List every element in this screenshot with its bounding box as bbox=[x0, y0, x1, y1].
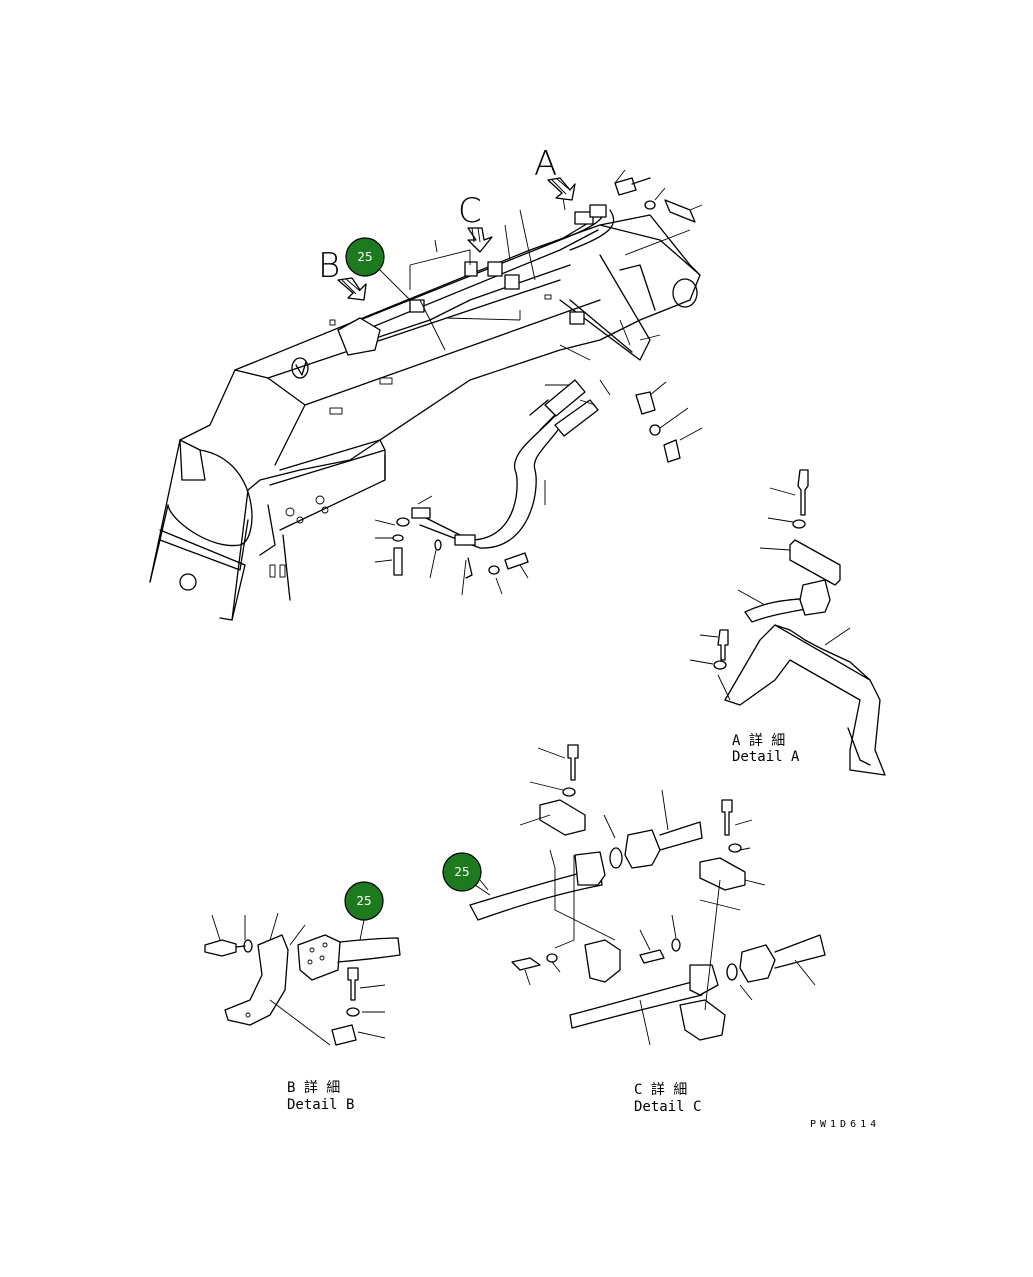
view-label-a: A bbox=[534, 144, 557, 184]
callout-top: 25 bbox=[345, 237, 411, 301]
view-arrow-b bbox=[337, 277, 367, 301]
detail-a-drawing bbox=[689, 469, 886, 776]
boom-assembly bbox=[149, 177, 701, 621]
view-label-b: B bbox=[318, 246, 340, 286]
detail-b-title-en: Detail B bbox=[287, 1097, 354, 1113]
view-arrow-c bbox=[467, 227, 493, 253]
detail-c-title-jp: C 詳 細 bbox=[634, 1082, 687, 1098]
callout-detail-b: 25 bbox=[344, 881, 384, 941]
leader-lines-main bbox=[374, 169, 703, 596]
view-label-c: C bbox=[458, 191, 482, 231]
detail-c-title-en: Detail C bbox=[634, 1099, 701, 1115]
svg-text:25: 25 bbox=[357, 250, 372, 264]
view-arrow-a bbox=[547, 177, 576, 201]
detail-b-title-jp: B 詳 細 bbox=[287, 1080, 340, 1096]
svg-text:25: 25 bbox=[356, 894, 371, 908]
svg-text:25: 25 bbox=[454, 865, 469, 879]
detail-b-drawing bbox=[204, 912, 401, 1046]
detail-c-drawing bbox=[469, 744, 826, 1046]
callout-detail-c: 25 bbox=[442, 852, 491, 896]
detail-a-title-jp: A 詳 細 bbox=[732, 733, 785, 749]
detail-a-title-en: Detail A bbox=[732, 749, 800, 765]
drawing-code: PW1D614 bbox=[810, 1119, 880, 1130]
